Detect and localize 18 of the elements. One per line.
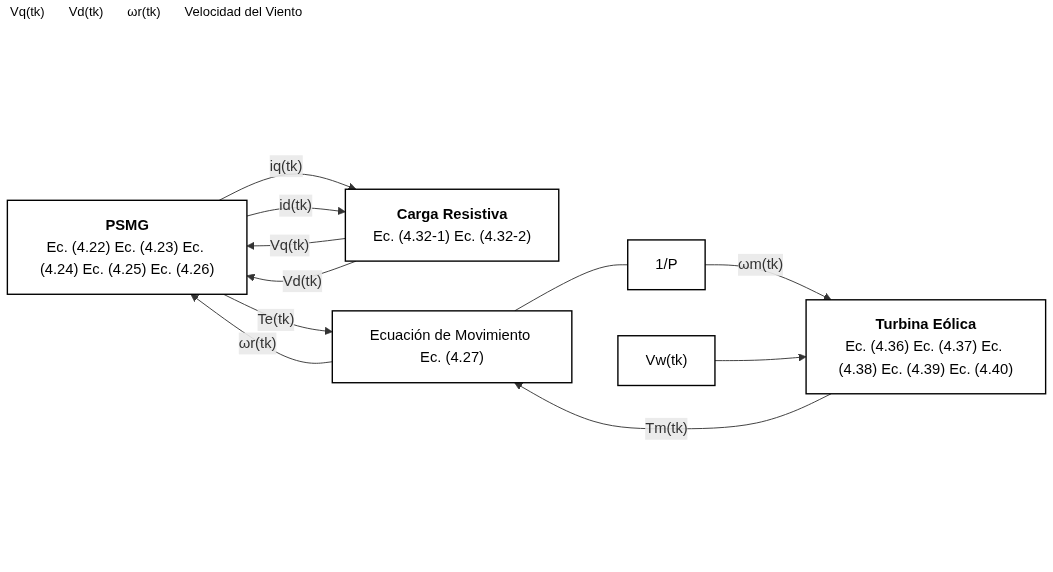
node-box: 1/P <box>627 239 706 291</box>
signal-label: Vd(tk) <box>68 4 104 19</box>
edge-label: Tm(tk) <box>645 420 688 437</box>
edge-label: ωr(tk) <box>238 335 277 351</box>
node-box: Vw(tk) <box>617 335 716 387</box>
signal-label: ωr(tk) <box>127 4 161 19</box>
edge-label: iq(tk) <box>269 157 303 174</box>
node-box: Ecuación de Movimiento Ec. (4.27) <box>331 310 573 384</box>
edge-label: Te(tk) <box>257 311 295 328</box>
edge-label: ωm(tk) <box>737 256 784 273</box>
node-box: Turbina Eólica Ec. (4.36) Ec. (4.37) Ec. (4.38) Ec. (4.39) Ec. (4.40) <box>805 299 1047 395</box>
signal-label: Velocidad del Viento <box>184 4 303 19</box>
edge-label: Vq(tk) <box>269 237 310 253</box>
signal-label: Vq(tk) <box>10 4 45 19</box>
edge-label: id(tk) <box>279 197 312 214</box>
node-box: PSMG Ec. (4.22) Ec. (4.23) Ec. (4.24) Ec. (4.25) Ec. (4.26) <box>6 199 248 295</box>
edge-label: Vd(tk) <box>282 272 322 289</box>
node-box: Carga Resistiva Ec. (4.32-1) Ec. (4.32-2) <box>344 188 560 262</box>
